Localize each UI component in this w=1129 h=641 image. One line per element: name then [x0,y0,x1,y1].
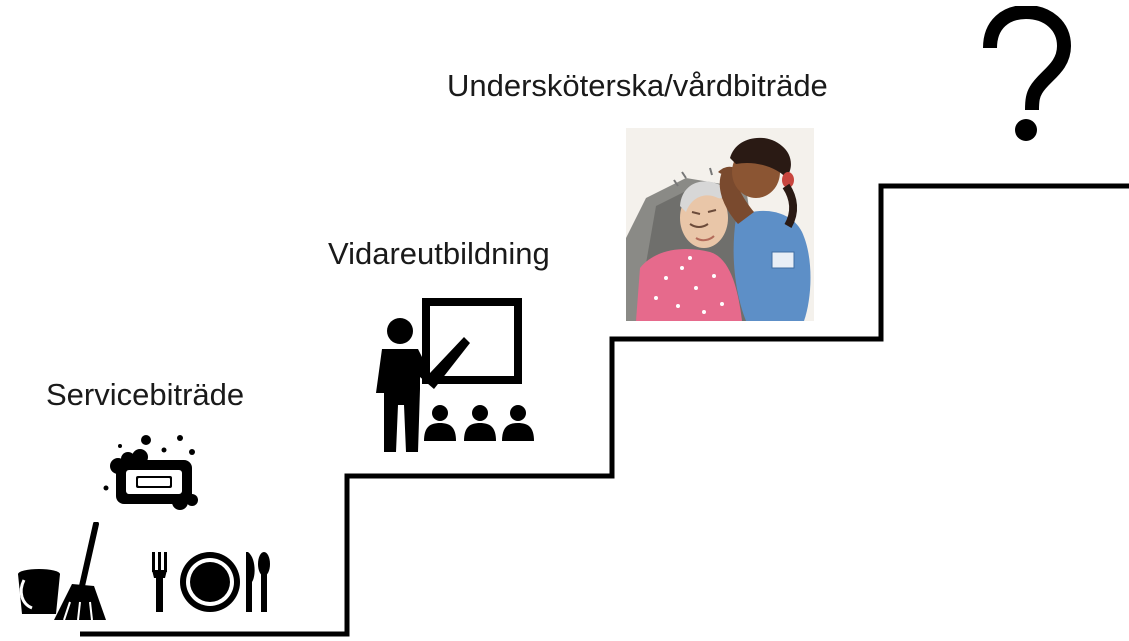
plate-cutlery-icon [152,552,270,612]
soap-bubbles-icon [103,435,198,510]
step-label-underskoterska: Undersköterska/vårdbiträde [447,68,828,103]
caregiver-illustration [626,128,814,321]
step-label-servicebitrade: Servicebiträde [46,377,245,412]
step-label-vidareutbildning: Vidareutbildning [328,236,550,271]
bucket-broom-icon [18,522,106,621]
teacher-presentation-icon [376,298,534,452]
question-mark-icon [983,6,1072,141]
